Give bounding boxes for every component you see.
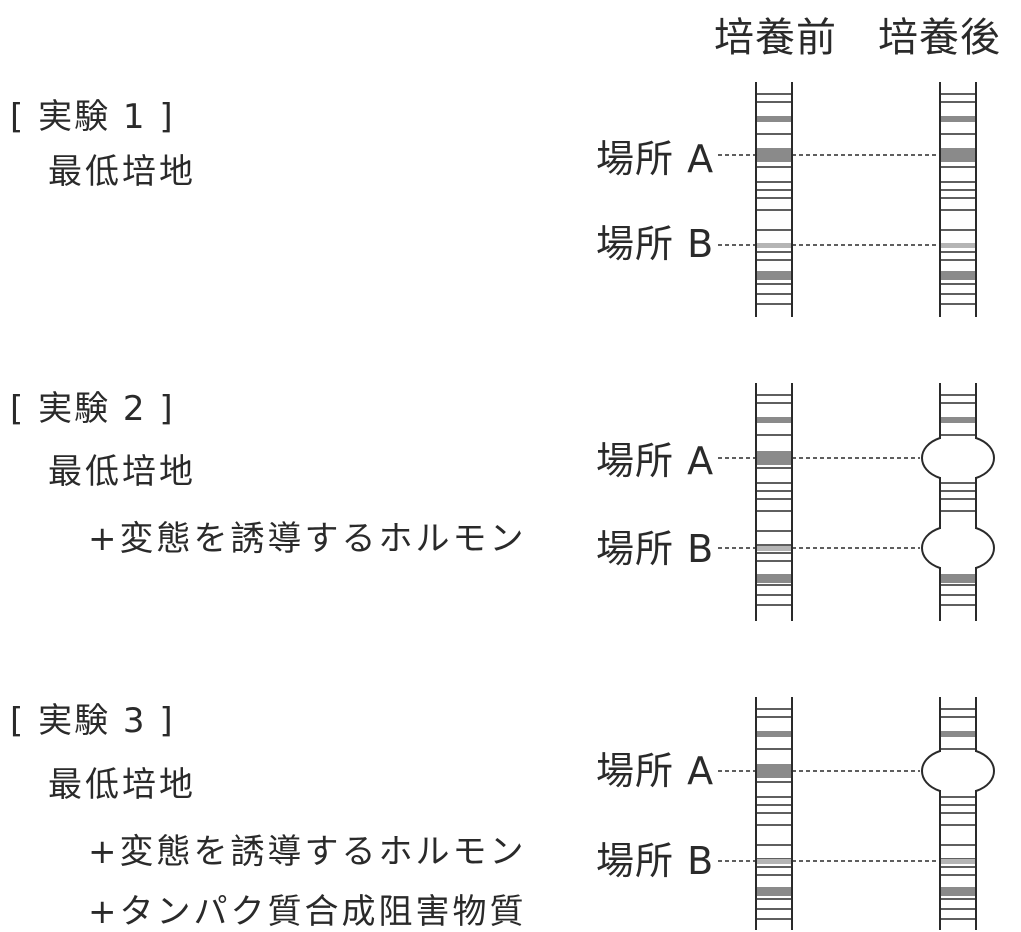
- experiment-3-location-a: 場所 A: [596, 749, 715, 793]
- experiment-1-location-a: 場所 A: [596, 137, 715, 181]
- column-header-before: 培養前: [714, 15, 837, 61]
- experiment-3-condition-3: +タンパク質合成阻害物質: [88, 892, 527, 932]
- exp2-after-band-shaded: [941, 417, 975, 423]
- exp2-before-band-shaded: [757, 546, 791, 551]
- exp1-after-band-shaded: [941, 148, 975, 162]
- exp3-after-puff-a-fill: [918, 752, 998, 790]
- exp3-before-band-shaded: [757, 731, 791, 737]
- experiment-2-location-b: 場所 B: [596, 527, 715, 571]
- exp2-after-puff-a-fill: [918, 439, 998, 477]
- exp3-after-band-shaded: [941, 859, 975, 864]
- experiment-3-location-b: 場所 B: [596, 839, 715, 883]
- exp2-after-puff-b-fill: [918, 529, 998, 567]
- exp3-after-puff-a: [921, 750, 995, 792]
- exp1-after-band-shaded: [941, 243, 975, 248]
- exp3-before-band-shaded: [757, 887, 791, 896]
- experiment-1-condition-1: 最低培地: [48, 152, 196, 192]
- exp3-before-band-shaded: [757, 859, 791, 864]
- exp1-before-band-shaded: [757, 116, 791, 122]
- exp1-before-band-shaded: [757, 271, 791, 280]
- exp3-before-band-shaded: [757, 764, 791, 778]
- exp2-after-puff-a: [921, 437, 995, 479]
- experiment-2-title: [ 実験 2 ]: [10, 389, 175, 429]
- experiment-1-title: [ 実験 1 ]: [10, 97, 175, 137]
- exp2-before-band-shaded: [757, 451, 791, 465]
- exp1-after-band-shaded: [941, 271, 975, 280]
- exp2-before-band-shaded: [757, 417, 791, 423]
- exp3-after-band-shaded: [941, 731, 975, 737]
- experiment-3-condition-2: +変態を誘導するホルモン: [88, 832, 527, 872]
- exp1-after-band-shaded: [941, 116, 975, 122]
- exp1-before-band-shaded: [757, 243, 791, 248]
- experiment-2-location-a: 場所 A: [596, 439, 715, 483]
- column-header-after: 培養後: [878, 15, 1001, 61]
- exp1-before-band-shaded: [757, 148, 791, 162]
- experiment-2-condition-1: 最低培地: [48, 452, 196, 492]
- exp2-after-puff-b: [921, 527, 995, 569]
- experiment-3-condition-1: 最低培地: [48, 765, 196, 805]
- exp2-after-band-shaded: [941, 574, 975, 583]
- experiment-2-condition-2: +変態を誘導するホルモン: [88, 519, 527, 559]
- experiment-1-location-b: 場所 B: [596, 222, 715, 266]
- experiment-3-title: [ 実験 3 ]: [10, 701, 175, 741]
- exp2-before-band-shaded: [757, 574, 791, 583]
- exp3-after-band-shaded: [941, 887, 975, 896]
